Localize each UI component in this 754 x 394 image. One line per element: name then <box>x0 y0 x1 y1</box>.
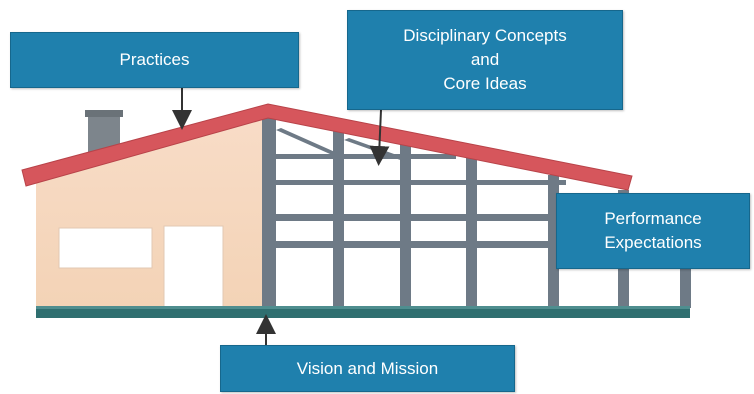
dci-label-line-2: and <box>470 50 500 69</box>
dci-label-line-3: Core Ideas <box>443 74 527 93</box>
disciplinary-concepts-label-box: Disciplinary Concepts and Core Ideas <box>347 10 623 110</box>
window <box>58 227 153 269</box>
dci-label-line-1: Disciplinary Concepts <box>403 26 567 45</box>
roof <box>21 103 633 191</box>
practices-label-box: Practices <box>10 32 299 88</box>
chimney-cap <box>85 110 123 117</box>
arrow-dci <box>369 109 390 166</box>
performance-label-line-2: Expectations <box>604 233 702 252</box>
practices-label: Practices <box>119 50 190 69</box>
vision-mission-label-box: Vision and Mission <box>220 345 515 392</box>
performance-expectations-label-box: Performance Expectations <box>556 193 750 269</box>
door <box>163 225 224 309</box>
vision-label: Vision and Mission <box>296 358 439 378</box>
performance-label-line-1: Performance <box>604 209 702 228</box>
